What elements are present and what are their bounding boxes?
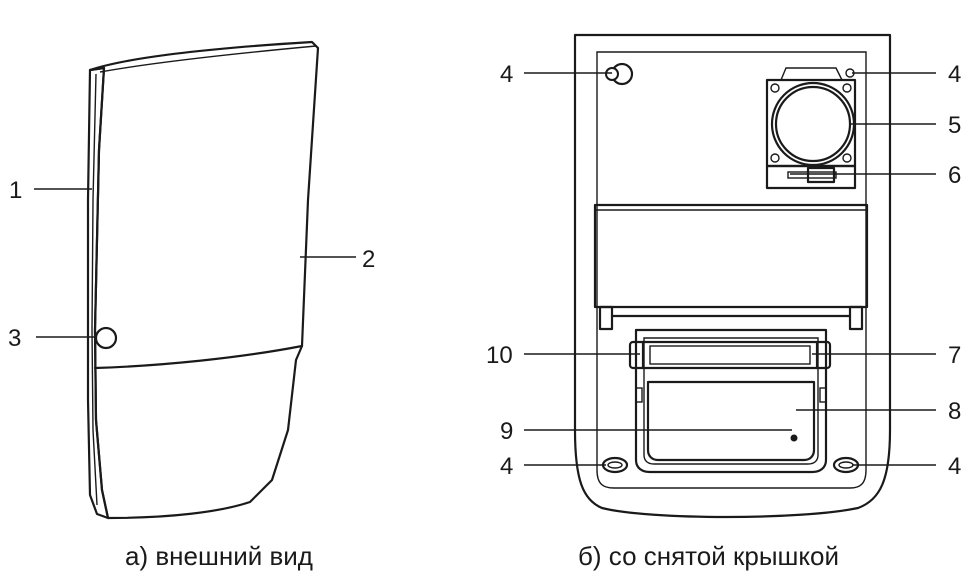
front-cover xyxy=(88,40,320,520)
cover-removed-view: 4 4 5 6 10 7 8 9 4 4 б) со снятой крышко… xyxy=(486,33,961,571)
callout-4-bottom-right: 4 xyxy=(948,453,961,480)
battery-latch-inner xyxy=(649,345,811,365)
hinge-panel xyxy=(593,203,869,309)
hinge-leg-left xyxy=(598,305,614,331)
caption-b: б) со снятой крышкой xyxy=(578,541,839,571)
callout-4-bottom-left: 4 xyxy=(500,453,513,480)
housing-inner-frame xyxy=(596,51,867,489)
callout-10: 10 xyxy=(486,342,513,369)
housing-outline xyxy=(573,33,892,519)
mount-slot-bottom-left xyxy=(601,456,629,474)
cover-split-line xyxy=(93,344,304,370)
battery-clip-left xyxy=(635,387,643,403)
jumper-block xyxy=(765,164,857,190)
sensor-screw-br xyxy=(842,153,852,163)
sensor-screw-bl xyxy=(770,153,780,163)
keyhole-slot xyxy=(605,67,619,81)
callout-4-top-left: 4 xyxy=(500,61,513,88)
external-view: 1 2 3 а) внешний вид xyxy=(8,40,375,571)
callout-7: 7 xyxy=(948,342,961,369)
mount-slot-bottom-left-inner xyxy=(607,461,623,469)
sensor-screw-tl xyxy=(770,83,780,93)
battery-latch xyxy=(628,340,832,370)
jumper-slot xyxy=(787,171,837,179)
battery-compartment xyxy=(634,328,828,474)
cover-top-edge xyxy=(99,45,317,73)
mount-slot-bottom-right-inner xyxy=(838,461,854,469)
callout-9: 9 xyxy=(500,418,513,445)
callout-5: 5 xyxy=(948,112,961,139)
callout-3: 3 xyxy=(8,325,21,352)
caption-a: а) внешний вид xyxy=(125,541,313,571)
battery xyxy=(646,380,816,462)
sensor-outer-ring xyxy=(770,81,856,167)
callout-4-top-right: 4 xyxy=(948,61,961,88)
callout-1: 1 xyxy=(9,177,22,204)
callout-2: 2 xyxy=(362,246,375,273)
hinge-leg-right xyxy=(848,305,864,331)
jumper-switch xyxy=(806,166,836,184)
callout-6: 6 xyxy=(948,162,961,189)
cover-inner-edge xyxy=(91,73,98,506)
callout-8: 8 xyxy=(948,398,961,425)
battery-latch-ends xyxy=(641,340,819,370)
battery-clip-right xyxy=(819,387,827,403)
sensor-lens xyxy=(774,85,852,163)
sensor-screw-tr xyxy=(842,83,852,93)
sensor-top-tab xyxy=(780,67,843,81)
side-button xyxy=(94,326,118,350)
indicator-dot xyxy=(790,434,798,442)
battery-compartment-inner xyxy=(643,337,819,465)
